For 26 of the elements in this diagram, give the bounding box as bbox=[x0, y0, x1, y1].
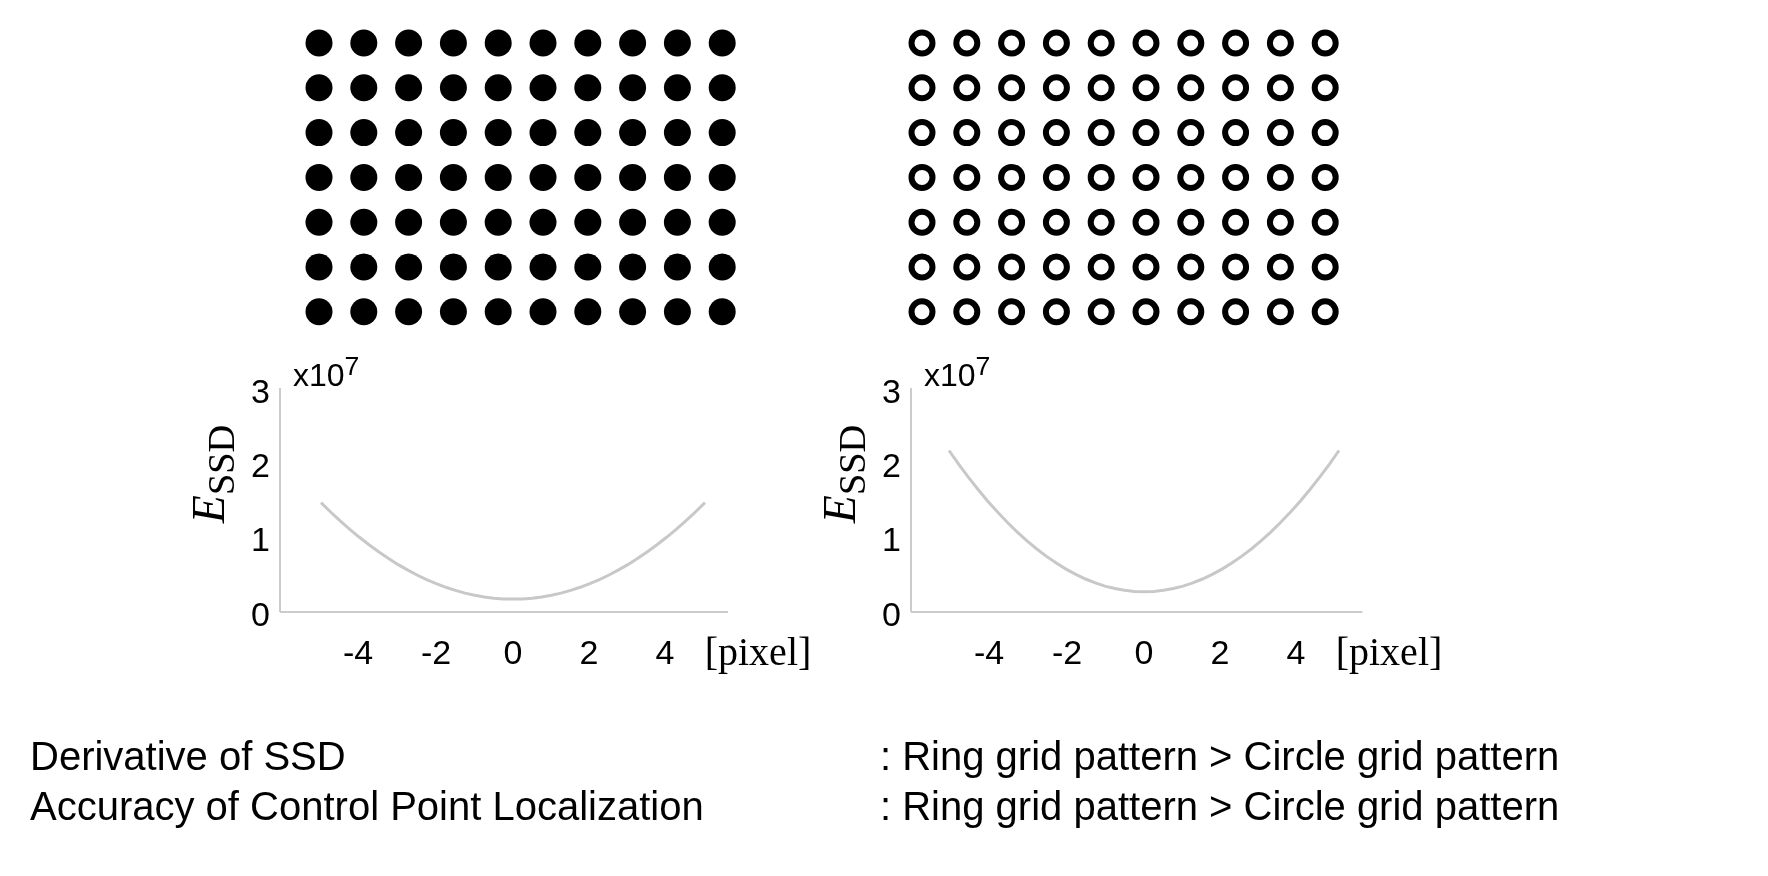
tick-label: 2 bbox=[251, 448, 270, 482]
tick-label: 1 bbox=[251, 522, 270, 556]
tick-label: -4 bbox=[973, 635, 1005, 669]
note-text: : Ring grid pattern > Circle grid pattern bbox=[880, 736, 1560, 776]
tick-label: 3 bbox=[251, 374, 270, 408]
note-text: Accuracy of Control Point Localization bbox=[30, 786, 704, 826]
tick-label: -2 bbox=[1051, 635, 1083, 669]
tick-label: 0 bbox=[503, 635, 523, 669]
note-text: : Ring grid pattern > Circle grid pattern bbox=[880, 786, 1560, 826]
axis-title: [pixel] bbox=[704, 632, 812, 672]
tick-label: 2 bbox=[1210, 635, 1230, 669]
tick-label: 1 bbox=[882, 522, 901, 556]
tick-label: 2 bbox=[882, 448, 901, 482]
tick-label: -4 bbox=[342, 635, 374, 669]
axis-title: [pixel] bbox=[1335, 632, 1443, 672]
axis-multiplier: x10$^{7}$ bbox=[924, 352, 991, 392]
tick-label: 4 bbox=[655, 635, 675, 669]
tick-label: -2 bbox=[420, 635, 452, 669]
tick-label: 0 bbox=[1134, 635, 1154, 669]
tick-label: 3 bbox=[882, 374, 901, 408]
tick-label: 0 bbox=[251, 597, 270, 631]
tick-label: 0 bbox=[882, 597, 901, 631]
tick-label: 4 bbox=[1286, 635, 1306, 669]
note-text: Derivative of SSD bbox=[30, 736, 346, 776]
axis-multiplier: x10$^{7}$ bbox=[293, 352, 360, 392]
tick-label: 2 bbox=[579, 635, 599, 669]
